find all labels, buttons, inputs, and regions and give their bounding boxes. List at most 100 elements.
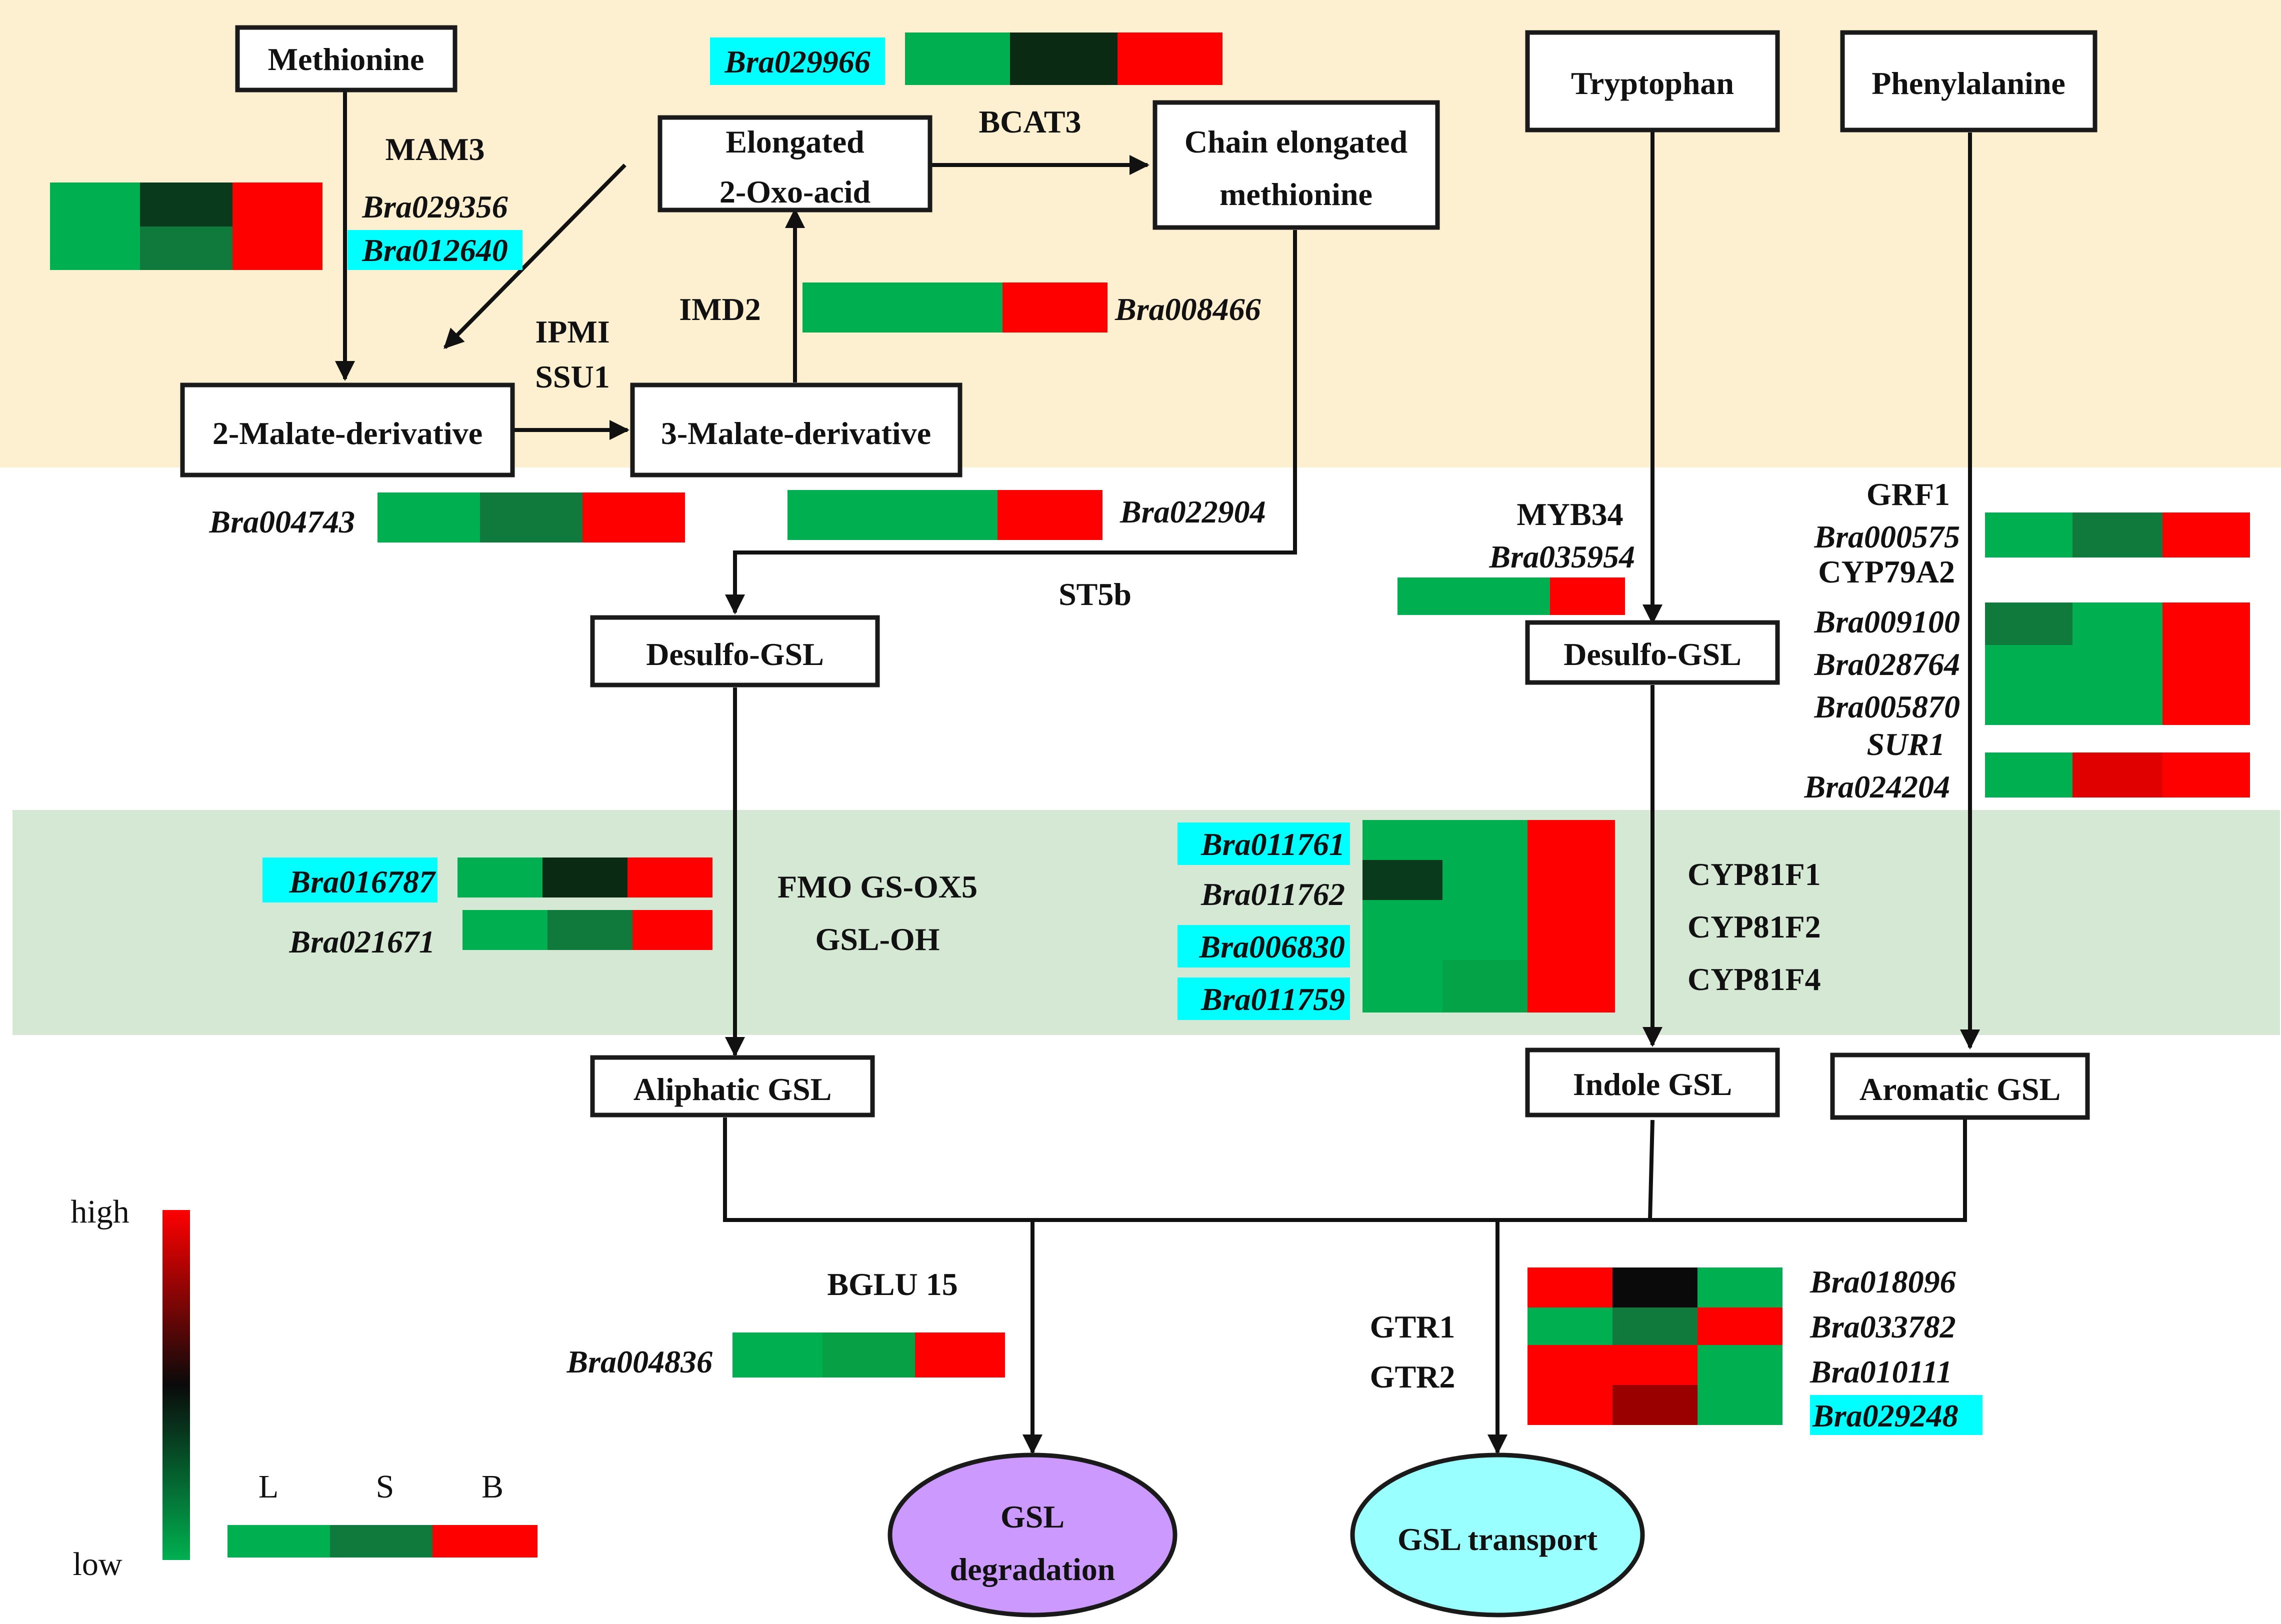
gene-bra004836: Bra004836 (566, 1344, 712, 1380)
gene-bra029356: Bra029356 (362, 189, 508, 224)
node-2-malate-label: 2-Malate-derivative (212, 416, 482, 451)
gene-bra033782: Bra033782 (1810, 1309, 1956, 1344)
node-chain-label-line1: Chain elongated (1184, 124, 1408, 160)
node-aliphatic-label: Aliphatic GSL (634, 1072, 832, 1107)
node-indole-label: Indole GSL (1573, 1066, 1732, 1102)
enzyme-mam3: MAM3 (385, 132, 484, 167)
enzyme-fmo-line1: FMO GS-OX5 (778, 869, 978, 904)
node-methionine: Methionine (235, 25, 458, 92)
heatmap-bra008466 (802, 282, 1108, 332)
legend-high-label: high (70, 1194, 129, 1230)
highlight-bra011761 (1178, 822, 1350, 865)
enzyme-ssu1: SSU1 (535, 359, 610, 394)
gene-bra029248: Bra029248 (1812, 1398, 1958, 1434)
node-2-malate-derivative: 2-Malate-derivative (180, 382, 515, 478)
gene-bra012640: Bra012640 (362, 232, 508, 268)
node-chain-elongated-methionine: Chain elongated methionine (1152, 100, 1440, 230)
gene-bra035954: Bra035954 (1488, 539, 1635, 574)
pathway-edges (335, 90, 1980, 1454)
heatmap-bra024204 (1985, 752, 2250, 798)
side-chain-modification-band (12, 810, 2280, 1035)
node-tryptophan: Tryptophan (1525, 30, 1780, 132)
node-aromatic-label: Aromatic GSL (1860, 1072, 2060, 1107)
enzyme-imd2: IMD2 (679, 292, 761, 327)
node-gsl-degradation: GSL degradation (888, 1452, 1178, 1618)
heatmap-mam3 (50, 182, 322, 270)
gene-bra021671: Bra021671 (288, 924, 435, 960)
enzyme-bglu15: BGLU 15 (827, 1266, 958, 1302)
gene-bra016787: Bra016787 (288, 864, 436, 900)
node-aromatic-gsl: Aromatic GSL (1830, 1052, 2090, 1120)
node-desulfo-left-label: Desulfo-GSL (646, 636, 824, 672)
node-3-malate-label: 3-Malate-derivative (661, 416, 931, 451)
heatmap-bra035954 (1398, 578, 1625, 615)
gene-bra004743: Bra004743 (208, 504, 355, 540)
node-3-malate-derivative: 3-Malate-derivative (630, 382, 962, 478)
gene-bra024204: Bra024204 (1804, 769, 1950, 804)
gene-bra009100: Bra009100 (1814, 604, 1960, 640)
highlight-bra029966 (710, 38, 885, 85)
heatmap-bra000575 (1985, 512, 2250, 558)
node-elongated-label-line1: Elongated (726, 124, 864, 160)
node-degradation-label-line1: GSL (1000, 1499, 1064, 1534)
expression-heatmaps (50, 32, 2250, 1425)
enzyme-sur1: SUR1 (1867, 726, 1946, 762)
heatmap-bra029966 (905, 32, 1222, 85)
node-tryptophan-label: Tryptophan (1571, 66, 1734, 101)
highlight-bra029248 (1810, 1395, 1982, 1435)
gene-bra006830: Bra006830 (1198, 929, 1345, 964)
enzyme-myb34: MYB34 (1516, 496, 1623, 532)
heatmap-bra016787 (458, 858, 712, 898)
node-desulfo-gsl-right: Desulfo-GSL (1525, 620, 1780, 685)
legend-cell-s (330, 1525, 432, 1558)
enzyme-cyp79a2: CYP79A2 (1818, 554, 1955, 590)
legend-cell-b (432, 1525, 538, 1558)
node-aliphatic-gsl: Aliphatic GSL (590, 1055, 875, 1118)
enzyme-bcat3: BCAT3 (978, 104, 1081, 140)
gene-bra011761: Bra011761 (1200, 826, 1345, 862)
heatmap-bra022904 (788, 490, 1102, 540)
gene-bra010111: Bra010111 (1810, 1354, 1952, 1390)
enzyme-cyp81f4: CYP81F4 (1688, 962, 1821, 997)
node-elongated-label-line2: 2-Oxo-acid (720, 174, 870, 210)
legend-col-l: L (258, 1468, 278, 1505)
heatmap-bra004743 (378, 492, 685, 542)
node-elongated-2-oxo-acid: Elongated 2-Oxo-acid (658, 115, 932, 212)
enzyme-fmo-line2: GSL-OH (816, 922, 940, 957)
legend-low-label: low (73, 1546, 122, 1582)
enzyme-gtr2: GTR2 (1370, 1359, 1456, 1394)
enzyme-gtr1: GTR1 (1370, 1309, 1456, 1344)
highlight-bra012640 (348, 230, 522, 270)
node-phenylalanine-label: Phenylalanine (1872, 66, 2066, 101)
enzyme-labels: MAM3 BCAT3 IMD2 IPMI SSU1 ST5b MYB34 GRF… (385, 104, 1955, 1394)
enzyme-cyp81f2: CYP81F2 (1688, 909, 1821, 944)
gene-bra008466: Bra008466 (1114, 292, 1261, 327)
node-methionine-label: Methionine (268, 42, 424, 77)
node-phenylalanine: Phenylalanine (1840, 30, 2098, 132)
enzyme-cyp81f1: CYP81F1 (1688, 856, 1821, 892)
legend-cell-l (228, 1525, 330, 1558)
color-legend: high low L S B (70, 1194, 538, 1582)
node-chain-label-line2: methionine (1220, 176, 1372, 212)
enzyme-st5b: ST5b (1058, 576, 1132, 612)
gene-bra029966: Bra029966 (724, 44, 870, 80)
enzyme-grf1: GRF1 (1866, 476, 1950, 512)
heatmap-cyp81f (1362, 820, 1615, 1012)
node-desulfo-right-label: Desulfo-GSL (1564, 636, 1742, 672)
node-transport-label: GSL transport (1398, 1522, 1598, 1557)
node-indole-gsl: Indole GSL (1525, 1048, 1780, 1118)
gene-bra005870: Bra005870 (1814, 689, 1960, 724)
enzyme-ipmi: IPMI (535, 314, 610, 350)
gene-bra028764: Bra028764 (1814, 646, 1960, 682)
node-degradation-label-line2: degradation (950, 1552, 1116, 1587)
highlight-bra006830 (1178, 925, 1350, 968)
heatmap-bra004836 (732, 1332, 1005, 1378)
highlight-bra016787 (262, 858, 438, 902)
highlight-bra011759 (1178, 978, 1350, 1020)
gene-bra000575: Bra000575 (1814, 519, 1960, 554)
legend-gradient-bar (162, 1210, 190, 1560)
legend-col-s: S (376, 1468, 394, 1505)
node-gsl-transport: GSL transport (1350, 1452, 1645, 1618)
gene-bra011762: Bra011762 (1200, 876, 1345, 912)
